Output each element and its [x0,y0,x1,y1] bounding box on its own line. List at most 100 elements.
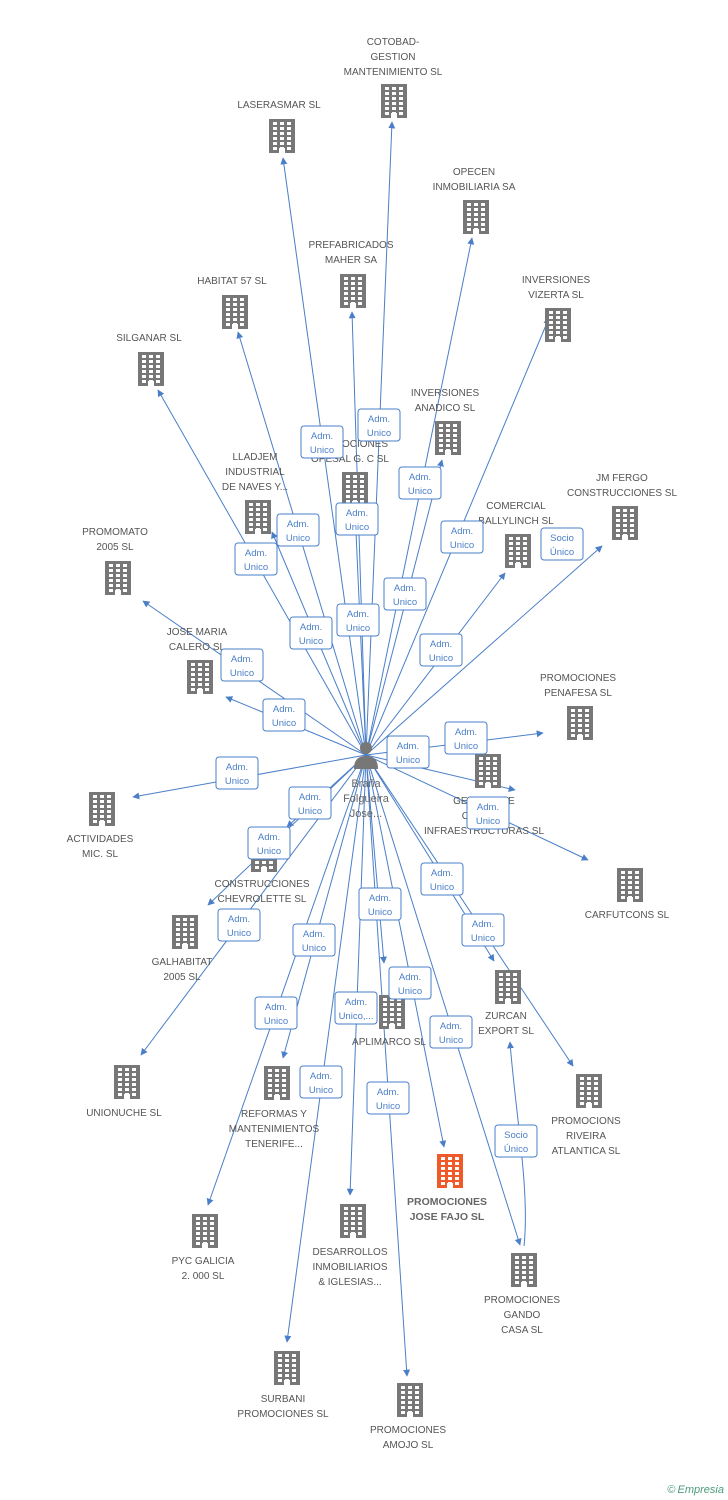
company-label: PROMOCIONES [540,673,616,684]
edge-label-reformas[interactable]: Adm.Unico [292,923,336,957]
edge-label-actividades-mic[interactable]: Adm.Unico [215,756,259,790]
edge-label-pyc-galicia[interactable]: Adm.Unico [254,996,298,1030]
edge-label-line: Unico [244,562,268,573]
company-node-silganar[interactable]: SILGANAR SL [116,333,182,386]
edge-label-comercial-ballylinch[interactable]: Adm.Unico [419,633,463,667]
edge-label-line: Adm. [397,741,419,752]
edge-label-chevrolette[interactable]: Adm.Unico [288,786,332,820]
edge-label-promomato[interactable]: Adm.Unico [220,648,264,682]
edge-label-surbani[interactable]: Adm.Unico [299,1065,343,1099]
edge-label-silganar[interactable]: Adm.Unico [234,542,278,576]
edge-label-line: Unico [345,522,369,533]
edge-label-galhabitat[interactable]: Adm.Unico [247,826,291,860]
edge-label-line: Unico [398,986,422,997]
company-label: PROMOCIONES [370,1425,446,1436]
edge-label-desarrollos[interactable]: Adm. Unico,... [334,991,378,1025]
company-node-penafesa[interactable]: PROMOCIONES PENAFESA SL [540,673,616,740]
company-label: INMOBILIARIOS [312,1262,387,1273]
edge-amojo [365,754,411,1377]
company-label: PENAFESA SL [544,688,612,699]
company-label: ZURCAN [485,1011,527,1022]
edge-label-line: Adm. [345,997,367,1008]
edge-label-opecen[interactable]: Adm.Unico [398,466,442,500]
edge-label-cotobad[interactable]: Adm.Unico [357,408,401,442]
company-node-reformas[interactable]: REFORMAS YMANTENIMIENTOSTENERIFE... [229,1066,320,1150]
company-node-laserasmar[interactable]: LASERASMAR SL [237,100,321,153]
center-node[interactable]: BrañaFolgueiraJose... [343,742,390,820]
company-label: 2005 SL [96,542,134,553]
edge-label-lladjem[interactable]: Adm.Unico [289,616,333,650]
company-node-aplimarco[interactable]: APLIMARCO SL [352,995,426,1048]
edge-label-laserasmar[interactable]: Adm.Unico [300,425,344,459]
company-node-habitat57[interactable]: HABITAT 57 SL [197,276,267,329]
edge-label-jose-fajo[interactable]: Adm.Unico [388,966,432,1000]
edge-label-penafesa[interactable]: Adm.Unico [444,721,488,755]
company-label: INVERSIONES [522,275,591,286]
edge-label-inversiones-anadico[interactable]: Adm.Unico [383,577,427,611]
building-icon [511,1253,537,1287]
edge-label-inversiones-vizerta[interactable]: Adm.Unico [440,520,484,554]
edge-label-promociones-opesal[interactable]: Adm.Unico [336,603,380,637]
company-label: INMOBILIARIA SA [433,182,516,193]
company-label: JOSE MARIA [167,627,228,638]
company-node-unionuche[interactable]: UNIONUCHE SL [86,1065,162,1119]
company-label: CHEVROLETTE SL [218,894,307,905]
company-label: CONSTRUCCIONES SL [567,488,677,499]
edge-label-line: Adm. [369,893,391,904]
edge-label-prefabricados[interactable]: Adm.Unico [335,502,379,536]
person-node[interactable]: BrañaFolgueiraJose... [343,742,390,820]
company-node-carfutcons[interactable]: CARFUTCONS SL [585,868,670,921]
company-label: COTOBAD- [367,37,420,48]
edge-label-amojo[interactable]: Adm.Unico [366,1081,410,1115]
edge-label-carfutcons[interactable]: Adm.Unico [466,796,510,830]
edge-label-riveira[interactable]: Adm.Unico [461,913,505,947]
edge-label-zurcan[interactable]: Adm.Unico [420,862,464,896]
building-icon [463,200,489,234]
building-icon [475,754,501,788]
edge-label-line: Unico [310,445,334,456]
edge-label-jose-maria-calero[interactable]: Adm.Unico [262,698,306,732]
company-label: OPESAL G. C SL [311,454,389,465]
building-icon [342,472,368,506]
company-label: INVERSIONES [411,388,480,399]
edge-label-gando[interactable]: Adm.Unico [429,1015,473,1049]
building-icon [192,1214,218,1248]
building-icon [612,506,638,540]
edge-label-gestion-infra[interactable]: Adm.Unico [386,735,430,769]
edge-label-line: Único [550,547,574,558]
edge-label-unionuche[interactable]: Adm.Unico [217,908,261,942]
company-label: 2. 000 SL [182,1271,225,1282]
building-icon [495,970,521,1004]
edge-label-aplimarco[interactable]: Adm.Unico [358,887,402,921]
footer-brand[interactable]: ©Empresia [667,1484,724,1496]
edge-label-line: Unico,... [339,1011,374,1022]
building-icon [545,308,571,342]
edge-label-line: Unico [225,776,249,787]
edge-gando [365,754,522,1246]
edge-label-habitat57[interactable]: Adm.Unico [276,513,320,547]
